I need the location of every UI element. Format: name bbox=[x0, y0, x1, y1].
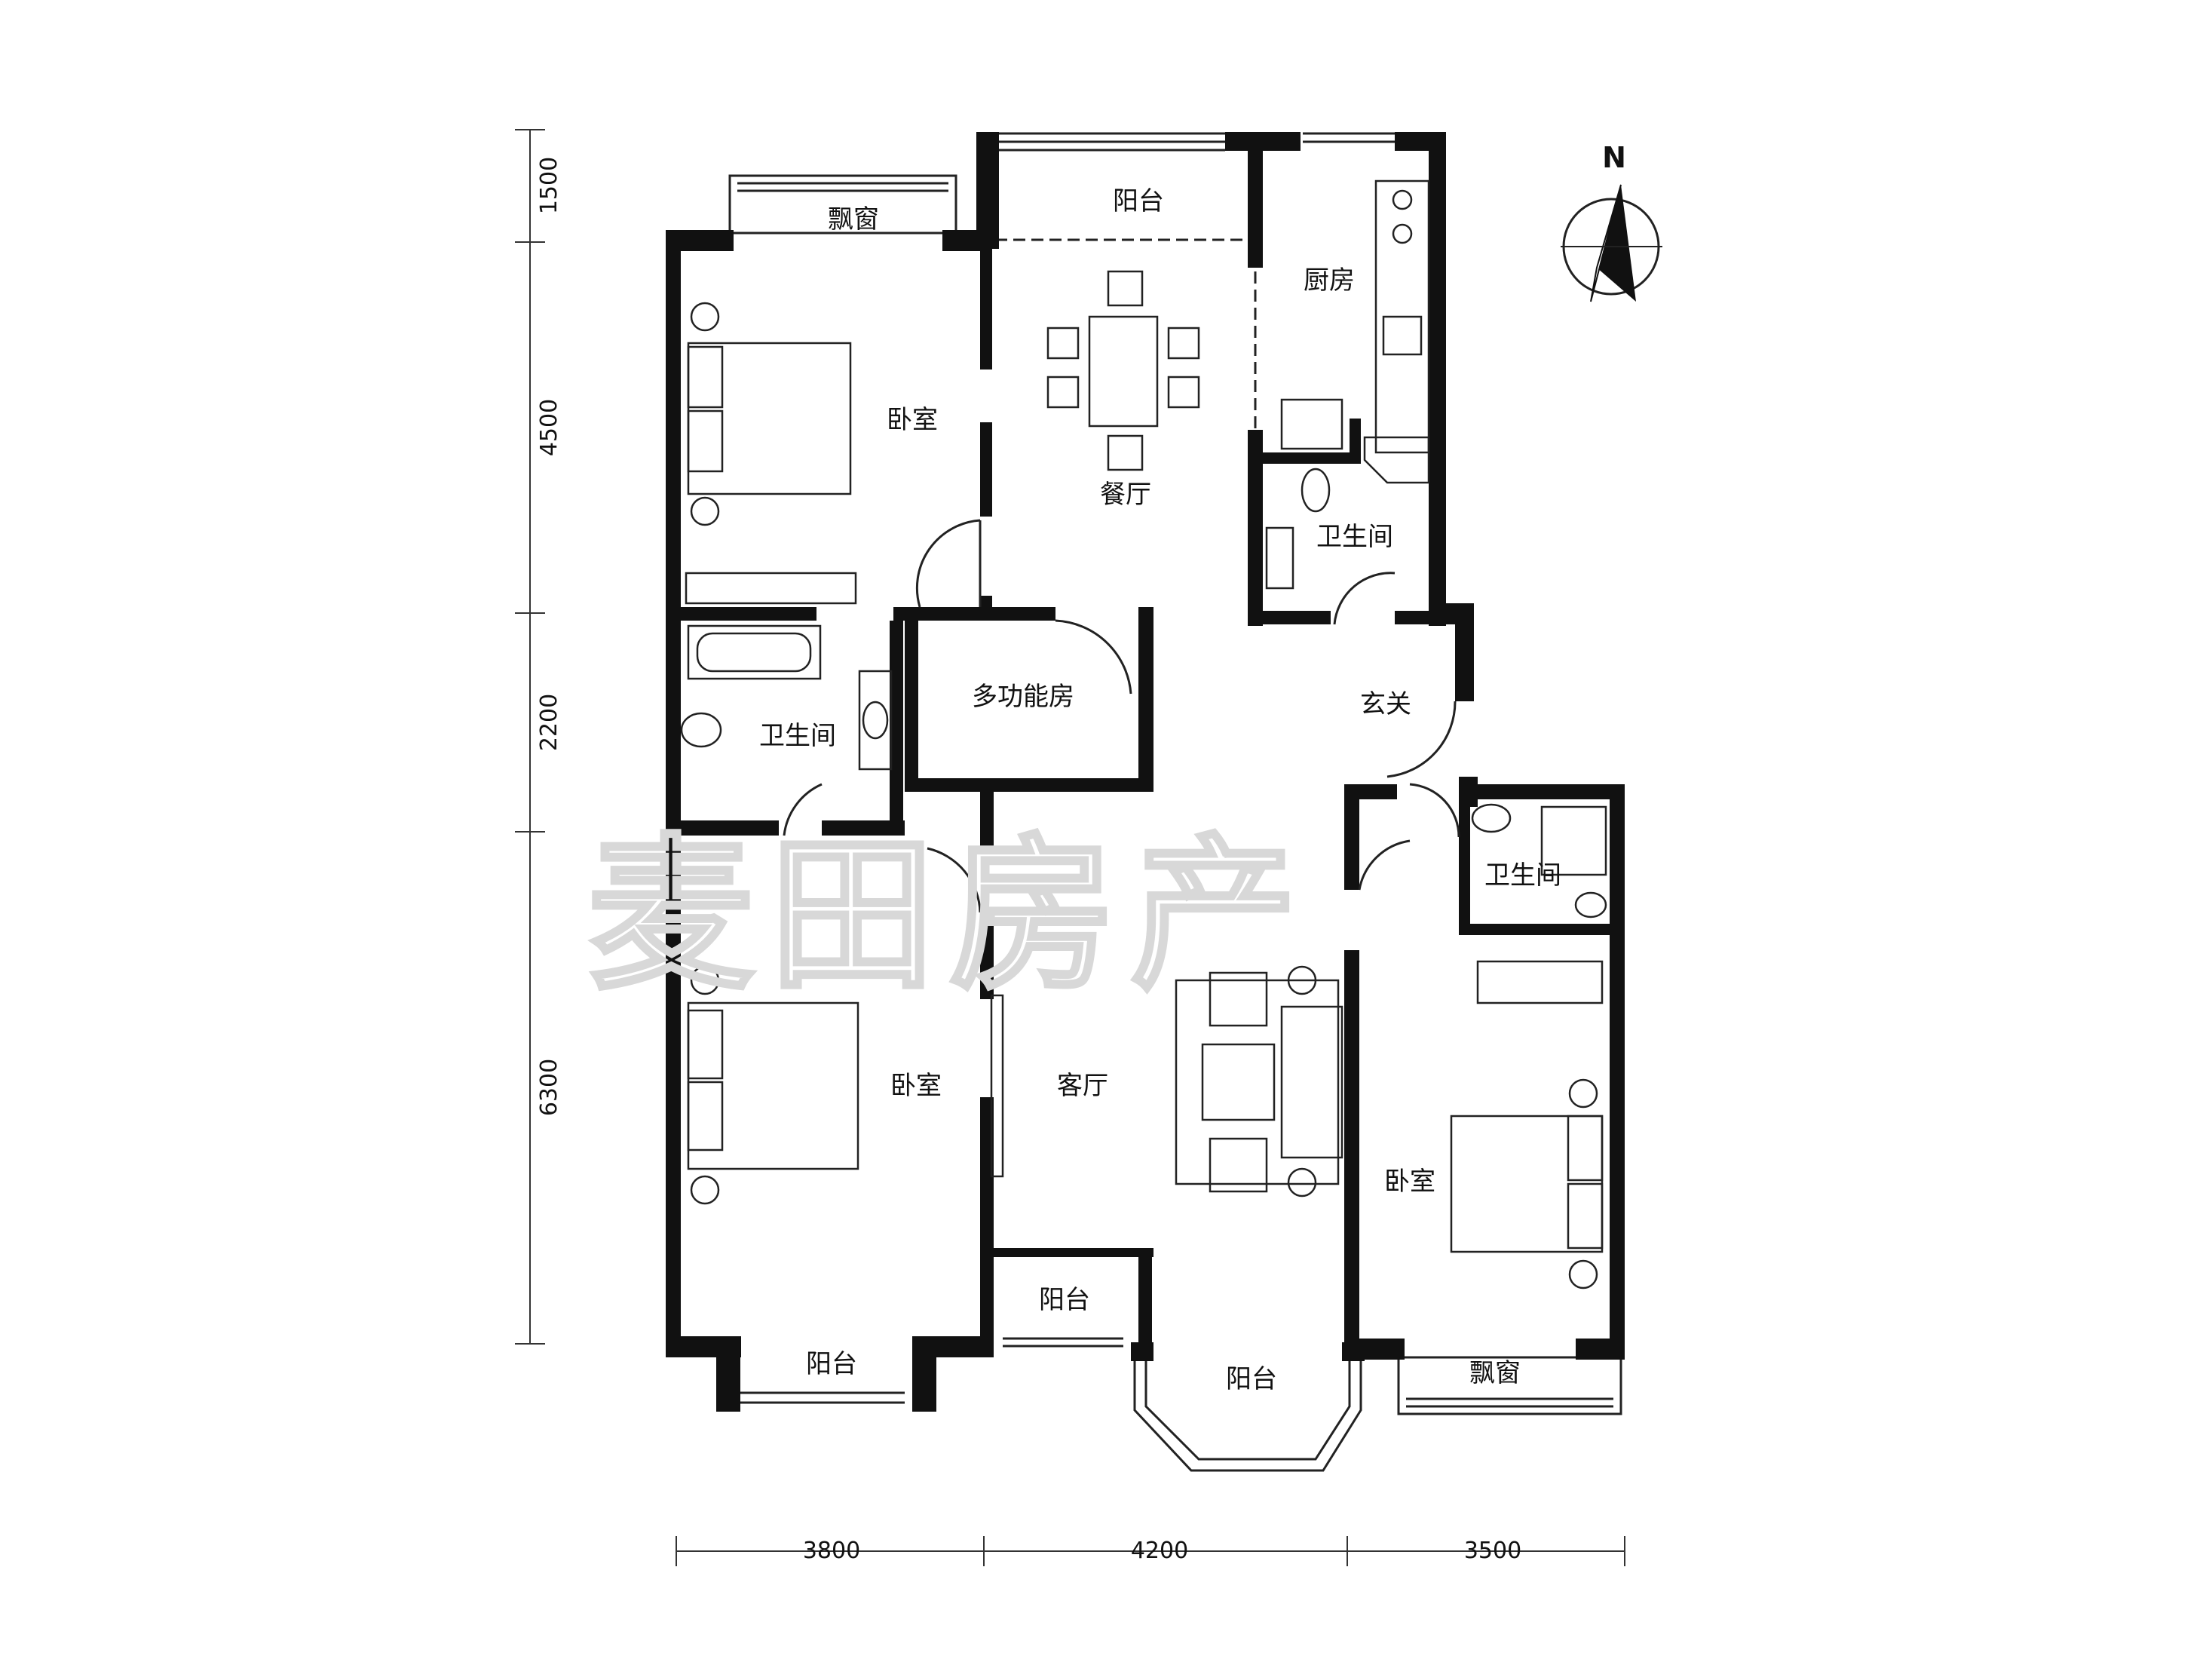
bottom-dimension-line bbox=[676, 1536, 1625, 1566]
label-balcony-sw: 阳台 bbox=[806, 1349, 857, 1379]
label-dining: 餐厅 bbox=[1100, 480, 1151, 510]
label-balcony-bay: 阳台 bbox=[1226, 1364, 1277, 1394]
label-bedroom-sw: 卧室 bbox=[890, 1071, 942, 1101]
dim-bottom-3: 3500 bbox=[1464, 1538, 1521, 1564]
dim-bottom-1: 3800 bbox=[803, 1538, 860, 1564]
label-bay-window-top: 飘窗 bbox=[828, 204, 879, 235]
window-frames bbox=[728, 132, 1622, 1472]
label-balcony-small: 阳台 bbox=[1039, 1285, 1090, 1315]
label-balcony-top: 阳台 bbox=[1113, 186, 1164, 216]
dim-left-2: 4500 bbox=[536, 399, 562, 456]
door-swings bbox=[783, 519, 1460, 913]
dim-bottom-2: 4200 bbox=[1131, 1538, 1188, 1564]
left-dimension-line bbox=[515, 129, 545, 1345]
label-bay-window-bottom: 飘窗 bbox=[1469, 1358, 1521, 1388]
watermark: 麦田房产 bbox=[588, 819, 1312, 1012]
label-bathroom-w: 卫生间 bbox=[759, 721, 836, 751]
north-label: N bbox=[1602, 141, 1626, 174]
north-compass bbox=[1561, 184, 1662, 302]
label-bathroom-ne: 卫生间 bbox=[1316, 522, 1393, 552]
furniture bbox=[680, 179, 1607, 1289]
label-bedroom-nw: 卧室 bbox=[887, 405, 938, 435]
dim-left-4: 6300 bbox=[536, 1059, 562, 1116]
label-bathroom-e: 卫生间 bbox=[1484, 860, 1561, 891]
label-multifunction-room: 多功能房 bbox=[972, 682, 1074, 712]
dim-left-1: 1500 bbox=[536, 157, 562, 214]
label-living-room: 客厅 bbox=[1057, 1071, 1108, 1101]
label-entrance: 玄关 bbox=[1360, 689, 1411, 719]
label-kitchen: 厨房 bbox=[1304, 265, 1355, 296]
exterior-walls bbox=[666, 132, 1625, 1412]
dim-left-3: 2200 bbox=[536, 694, 562, 751]
label-bedroom-e: 卧室 bbox=[1384, 1167, 1435, 1197]
